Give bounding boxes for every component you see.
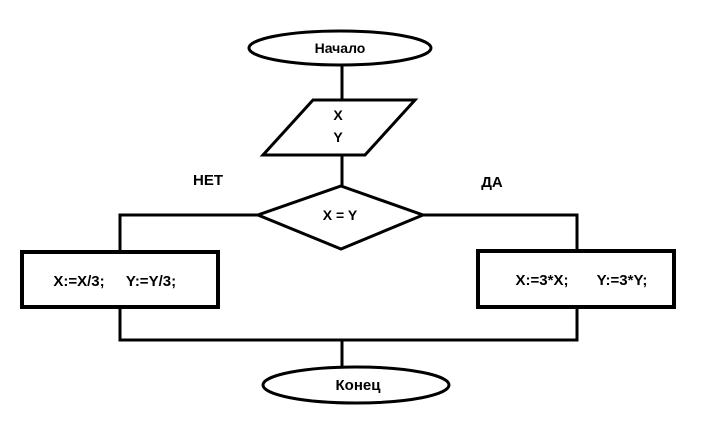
decision-label: X = Y: [323, 207, 358, 223]
process-left-statement2: Y:=Y/3;: [126, 273, 176, 290]
input-line1-label: X: [333, 107, 343, 123]
start-terminator-ellipse: [247, 29, 433, 67]
process-right-box: [476, 249, 676, 309]
connector-no-branch: [118, 213, 258, 254]
process-right-statement2: Y:=3*Y;: [597, 272, 648, 289]
end-terminator-ellipse: [261, 365, 451, 405]
connector-merge-line: [118, 305, 579, 342]
input-line2-label: Y: [333, 129, 343, 145]
input-parallelogram: [259, 98, 419, 157]
decision-diamond: [253, 184, 428, 251]
end-label: Конец: [336, 377, 382, 394]
start-label: Начало: [315, 40, 366, 56]
process-left-box: [20, 250, 220, 309]
no-branch-label: НЕТ: [193, 172, 223, 189]
yes-branch-label: ДА: [481, 174, 503, 191]
connector-yes-branch: [422, 213, 579, 253]
process-left-statement1: X:=X/3;: [53, 273, 104, 290]
process-right-statement1: X:=3*X;: [516, 272, 569, 289]
